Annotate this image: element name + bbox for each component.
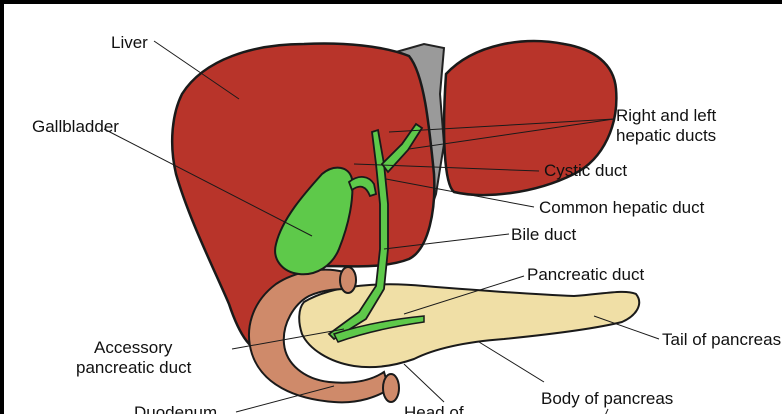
label-liver: Liver bbox=[111, 33, 148, 52]
label-cystic-duct: Cystic duct bbox=[544, 161, 627, 180]
leader-body bbox=[479, 342, 544, 382]
duodenum-end-top bbox=[340, 267, 356, 293]
label-common-hepatic-duct: Common hepatic duct bbox=[539, 198, 705, 217]
label-accessory-1: Accessory bbox=[94, 338, 173, 357]
label-body-of-pancreas: Body of pancreas bbox=[541, 389, 673, 408]
label-pancreatic-duct: Pancreatic duct bbox=[527, 265, 644, 284]
label-accessory-2: pancreatic duct bbox=[76, 358, 192, 377]
label-hepatic-2: hepatic ducts bbox=[616, 126, 716, 145]
label-hepatic-1: Right and left bbox=[616, 106, 716, 125]
label-head-of: Head of bbox=[404, 403, 464, 414]
label-duodenum: Duodenum bbox=[134, 403, 217, 414]
duodenum-end-bottom bbox=[383, 374, 399, 402]
anatomy-diagram: Liver Gallbladder Right and left hepatic… bbox=[4, 4, 782, 414]
label-gallbladder: Gallbladder bbox=[32, 117, 119, 136]
label-bile-duct: Bile duct bbox=[511, 225, 576, 244]
label-tail-of-pancreas: Tail of pancreas bbox=[662, 330, 781, 349]
leader-body-tick bbox=[604, 409, 608, 414]
leader-head bbox=[404, 364, 444, 402]
